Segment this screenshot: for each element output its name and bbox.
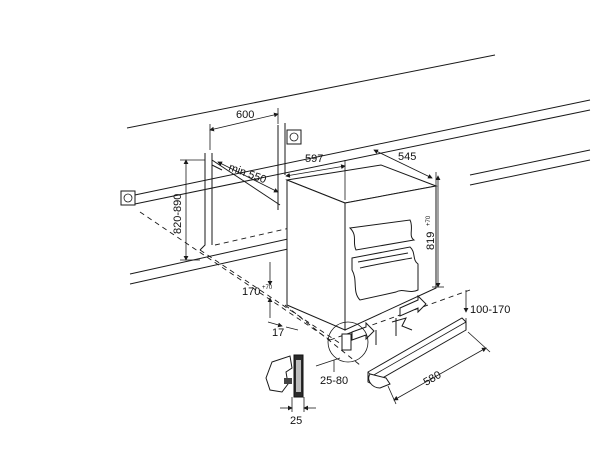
dimension-597: 597 [285, 153, 346, 200]
detail-circle [315, 321, 369, 367]
dimension-25: 25 [280, 405, 316, 427]
dimension-820-890: 820-890 [172, 159, 205, 261]
label-min-550: min 550 [227, 162, 268, 187]
label-170: 170 [242, 286, 260, 298]
label-545: 545 [398, 151, 416, 163]
socket-icon-right [286, 129, 302, 145]
label-170-tolerance: +70 [262, 285, 273, 291]
label-100-170: 100-170 [470, 304, 510, 316]
label-819-tolerance: +70 [426, 215, 432, 226]
dimension-100-170: 100-170 [463, 290, 510, 330]
label-25-80: 25-80 [320, 375, 348, 387]
dimension-17: 17 [267, 321, 299, 339]
dimension-545: 545 [373, 149, 437, 186]
appliance-doors [348, 219, 419, 301]
direction-arrows [351, 294, 427, 341]
label-600: 600 [236, 109, 254, 121]
label-597: 597 [305, 153, 323, 165]
dimension-25-80: 25-80 [320, 360, 348, 387]
socket-icon-left [120, 190, 136, 206]
floor-lines [129, 149, 591, 285]
plinth-kickboard [367, 317, 467, 389]
worktop [126, 54, 591, 206]
label-819: 819 [425, 232, 437, 250]
label-25: 25 [290, 415, 302, 427]
dimension-600: 600 [209, 108, 279, 150]
label-820-890: 820-890 [172, 194, 184, 234]
niche-side-panels [199, 123, 286, 251]
dimension-170: 170 +70 [242, 262, 273, 318]
plinth-section-detail [265, 354, 305, 412]
appliance-feet [375, 317, 413, 345]
dimension-819: 819 +70 [425, 175, 444, 288]
label-580: 580 [422, 369, 444, 389]
label-17: 17 [272, 327, 284, 339]
